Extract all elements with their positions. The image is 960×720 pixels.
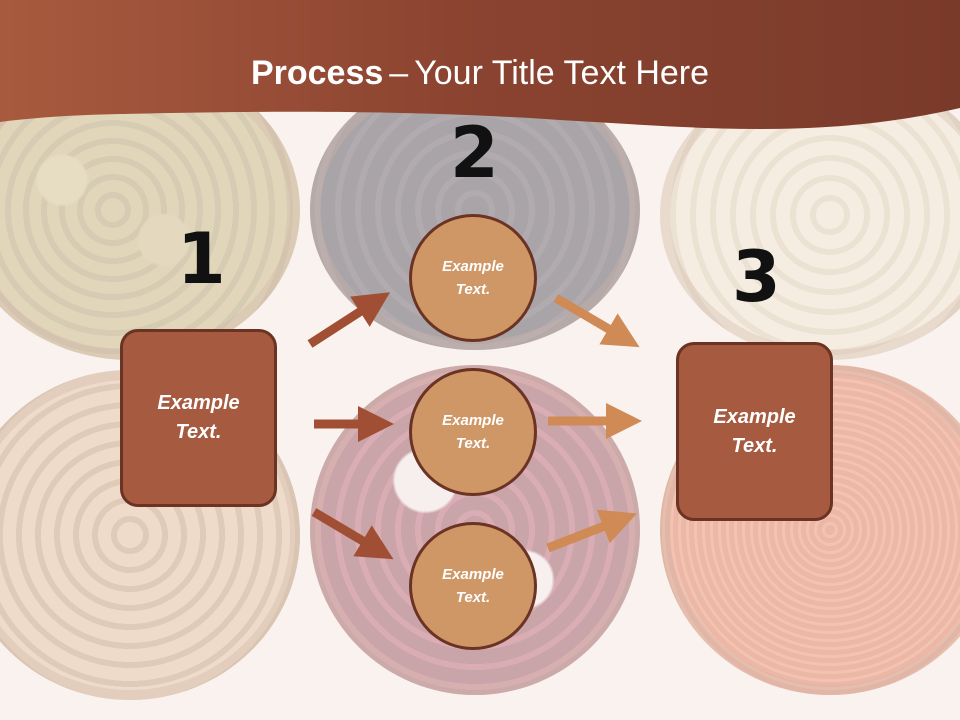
circle-top-line1: Example [442,258,504,275]
right-box-line1: Example [713,405,796,428]
circle-middle-line2: Text. [455,435,491,452]
circle-bottom-line1: Example [442,566,504,583]
right-box-line2: Text. [731,434,778,457]
arrow-to-circle-bottom [311,508,394,560]
title-rest: Your Title Text Here [414,54,710,92]
title-separator: – [389,54,409,92]
arrow-from-circle-bottom [546,509,637,553]
header-banner [0,0,960,129]
circle-top-line2: Text. [455,281,491,298]
arrow-from-circle-top [553,294,640,348]
step-number-2: 2 [450,112,499,194]
page-title: Process–Your Title Text Here [0,54,960,93]
title-bold: Process [250,54,384,92]
step-number-3: 3 [732,236,781,318]
circle-middle-line1: Example [442,412,504,429]
arrow-to-circle-top [307,292,391,348]
left-box-line2: Text. [175,421,222,443]
circle-bottom-line2: Text. [455,589,491,606]
step-number-1: 1 [177,218,226,300]
left-box-line1: Example [157,392,240,414]
